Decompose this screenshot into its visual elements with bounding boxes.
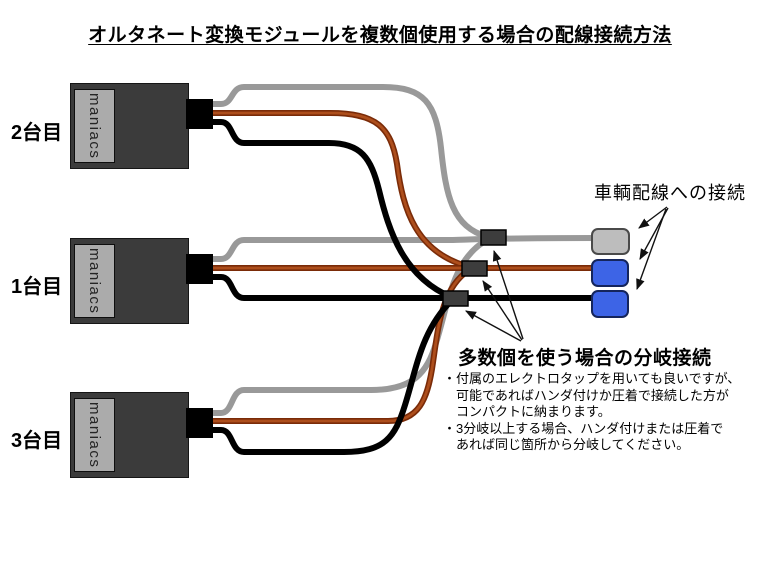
module2-brand-plate: maniacs (74, 89, 115, 163)
wire-module2-black (208, 119, 453, 300)
wire-module1-black (208, 274, 596, 301)
module1-brand-text: maniacs (86, 247, 103, 315)
wire-module2-brown (208, 110, 471, 270)
wire-module1-gray (208, 235, 597, 262)
wire-module3-black (208, 297, 455, 455)
branch-note-line: コンパクトに納まります。 (443, 404, 611, 419)
wire-module2-gray (208, 84, 489, 240)
module1-label: 1台目 (11, 276, 63, 298)
module2-label: 2台目 (11, 122, 63, 144)
branch-note-line: 可能であればハンダ付けか圧着で接続した方が (443, 387, 729, 403)
module3-brand-text: maniacs (86, 401, 103, 469)
module2-brand-text: maniacs (86, 92, 103, 160)
module1-body: maniacs (70, 238, 213, 324)
module3-brand-plate: maniacs (74, 398, 115, 472)
junction-gray-splice (480, 229, 507, 246)
branch-connection-notes: ・付属のエレクトロタップを用いても良いですが、 可能であればハンダ付けか圧着で接… (443, 371, 743, 454)
branch-note-line: ・3分岐以上する場合、ハンダ付けまたは圧着で (443, 420, 724, 436)
module3-label: 3台目 (11, 430, 63, 452)
module1-brand-plate: maniacs (74, 244, 115, 318)
branch-connection-heading: 多数個を使う場合の分岐接続 (458, 348, 712, 369)
arrow-branch-2 (482, 280, 523, 341)
junction-black-splice (442, 290, 469, 307)
connector-vehicle-blue-1 (591, 259, 629, 287)
module1-connector-stub (186, 254, 213, 284)
module2-connector-stub (186, 99, 213, 129)
branch-note-line: あれば同じ箇所から分岐してください。 (443, 437, 690, 452)
wire-module3-brown-core (208, 268, 470, 423)
junction-brown-splice (461, 260, 488, 277)
vehicle-connection-label: 車輌配線への接続 (594, 183, 746, 203)
wire-module2-brown-core (208, 111, 471, 269)
arrow-vehicle-3 (636, 208, 667, 291)
connector-vehicle-gray (591, 228, 630, 255)
module3-connector-stub (186, 408, 213, 438)
arrow-branch-3 (465, 310, 522, 342)
wire-module3-brown (208, 267, 471, 424)
page-title: オルタネート変換モジュールを複数個使用する場合の配線接続方法 (88, 25, 672, 46)
arrow-branch-1 (492, 249, 524, 340)
module2-body: maniacs (70, 83, 213, 169)
arrow-vehicle-1 (638, 206, 668, 229)
connector-vehicle-blue-2 (591, 290, 629, 318)
branch-note-line: ・付属のエレクトロタップを用いても良いですが、 (443, 371, 741, 386)
module3-body: maniacs (70, 392, 213, 478)
